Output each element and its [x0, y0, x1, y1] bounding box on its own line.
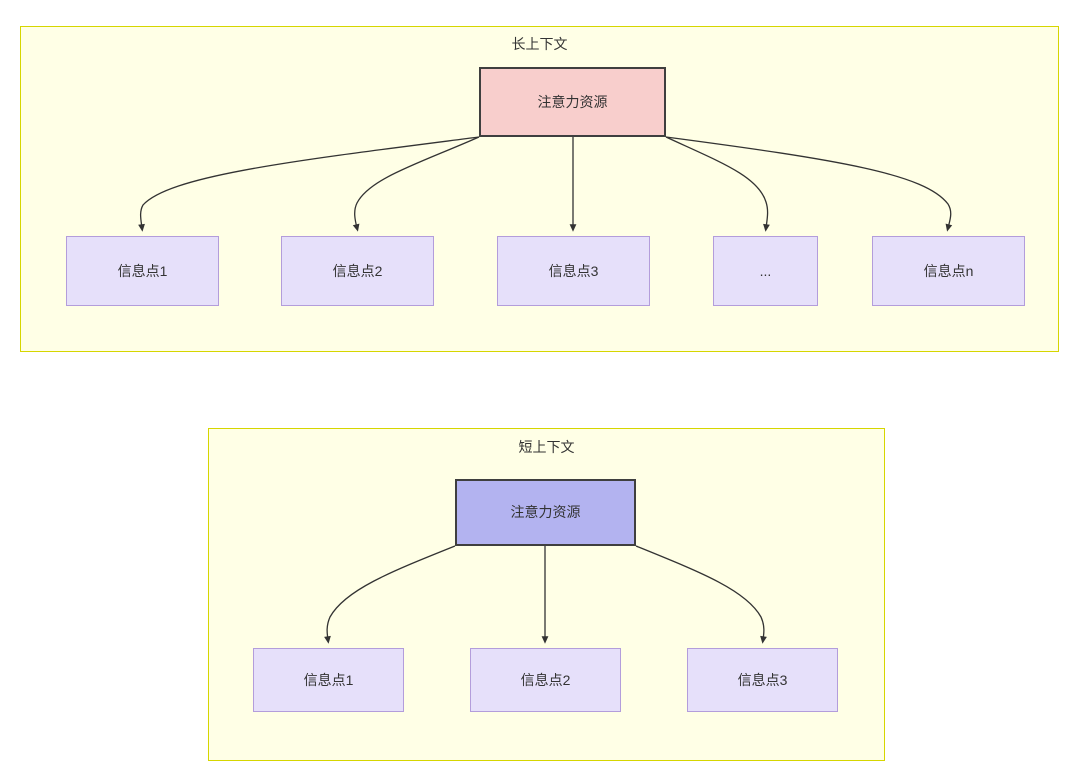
node-info-point-s1[interactable]: 信息点1	[253, 648, 404, 712]
node-info-point-s2[interactable]: 信息点2	[470, 648, 621, 712]
node-info-point-2[interactable]: 信息点2	[281, 236, 434, 306]
node-info-point-s2-label: 信息点2	[520, 671, 571, 688]
group-short-context-title: 短上下文	[518, 439, 575, 455]
node-attention-resource-short-label: 注意力资源	[510, 504, 581, 521]
node-info-point-n-label: 信息点n	[923, 262, 974, 279]
node-info-point-s3[interactable]: 信息点3	[687, 648, 838, 712]
node-info-point-1-label: 信息点1	[117, 262, 168, 279]
node-info-point-ellipsis-label: ...	[759, 262, 772, 279]
node-info-point-n[interactable]: 信息点n	[872, 236, 1025, 306]
group-long-context-title: 长上下文	[511, 36, 568, 52]
node-info-point-ellipsis[interactable]: ...	[713, 236, 818, 306]
node-info-point-1[interactable]: 信息点1	[66, 236, 219, 306]
node-info-point-3[interactable]: 信息点3	[497, 236, 650, 306]
node-info-point-s3-label: 信息点3	[737, 671, 788, 688]
node-attention-resource-short[interactable]: 注意力资源	[455, 479, 636, 546]
node-info-point-2-label: 信息点2	[332, 262, 383, 279]
node-attention-resource-long-label: 注意力资源	[537, 93, 608, 110]
node-attention-resource-long[interactable]: 注意力资源	[479, 67, 666, 137]
node-info-point-s1-label: 信息点1	[303, 671, 354, 688]
node-info-point-3-label: 信息点3	[548, 262, 599, 279]
